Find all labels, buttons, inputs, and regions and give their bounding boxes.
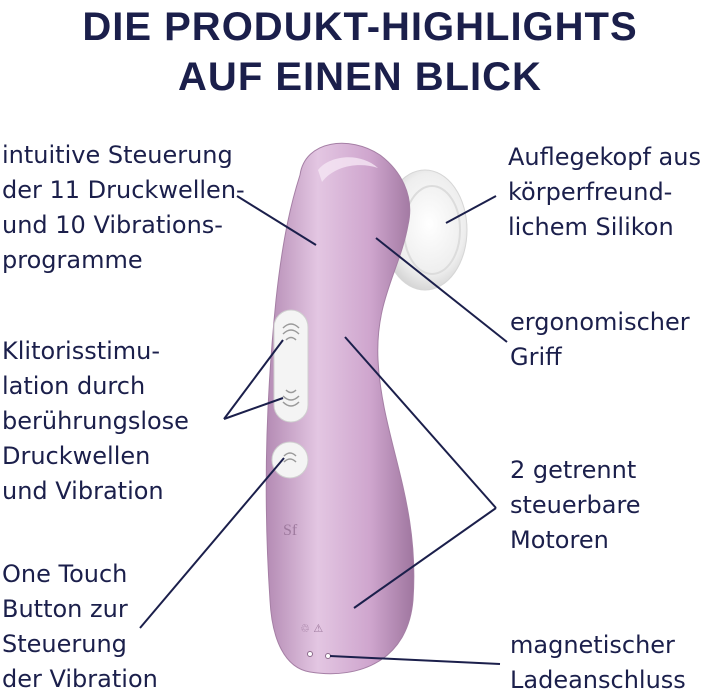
feature-line: körperfreund- [508,178,673,206]
feature-magnetic-charging: magnetischer Ladeanschluss [510,628,686,698]
feature-line: Ladeanschluss [510,666,686,694]
feature-line: der Vibration [2,665,158,693]
one-touch-button [271,441,309,479]
feature-line: berührungslose [2,407,189,435]
feature-line: und Vibration [2,477,164,505]
feature-line: Auflegekopf aus [508,143,701,171]
feature-line: intuitive Steuerung [2,141,233,169]
feature-controls: intuitive Steuerung der 11 Druckwellen- … [2,138,245,278]
feature-line: One Touch [2,560,128,588]
feature-line: Griff [510,343,562,371]
feature-one-touch: One Touch Button zur Steuerung der Vibra… [2,557,158,697]
feature-silicone-head: Auflegekopf aus körperfreund- lichem Sil… [508,140,701,245]
recycle-symbols-icon: ♲ ⚠ [300,622,323,635]
feature-line: Druckwellen [2,442,151,470]
feature-line: und 10 Vibrations- [2,211,223,239]
feature-motors: 2 getrennt steuerbare Motoren [510,453,641,558]
feature-line: 2 getrennt [510,456,637,484]
feature-line: steuerbare [510,491,641,519]
connector-lines [139,195,508,665]
feature-line: Button zur [2,595,128,623]
feature-ergonomic-grip: ergonomischer Griff [510,305,690,375]
page-title: DIE PRODUKT-HIGHLIGHTS AUF EINEN BLICK [0,2,720,102]
brand-mark-icon: Sf [283,522,298,539]
feature-line: magnetischer [510,631,675,659]
feature-line: ergonomischer [510,308,690,336]
feature-line: Motoren [510,526,609,554]
feature-line: lichem Silikon [508,213,674,241]
title-line-1: DIE PRODUKT-HIGHLIGHTS [82,5,638,49]
control-pad [273,309,309,423]
feature-clitoral-stimulation: Klitorisstimu- lation durch berührungslo… [2,334,189,509]
feature-line: der 11 Druckwellen- [2,176,245,204]
device-body [265,142,415,675]
feature-line: Klitorisstimu- [2,337,161,365]
title-line-2: AUF EINEN BLICK [178,55,542,99]
feature-line: programme [2,246,143,274]
feature-line: lation durch [2,372,146,400]
feature-line: Steuerung [2,630,127,658]
